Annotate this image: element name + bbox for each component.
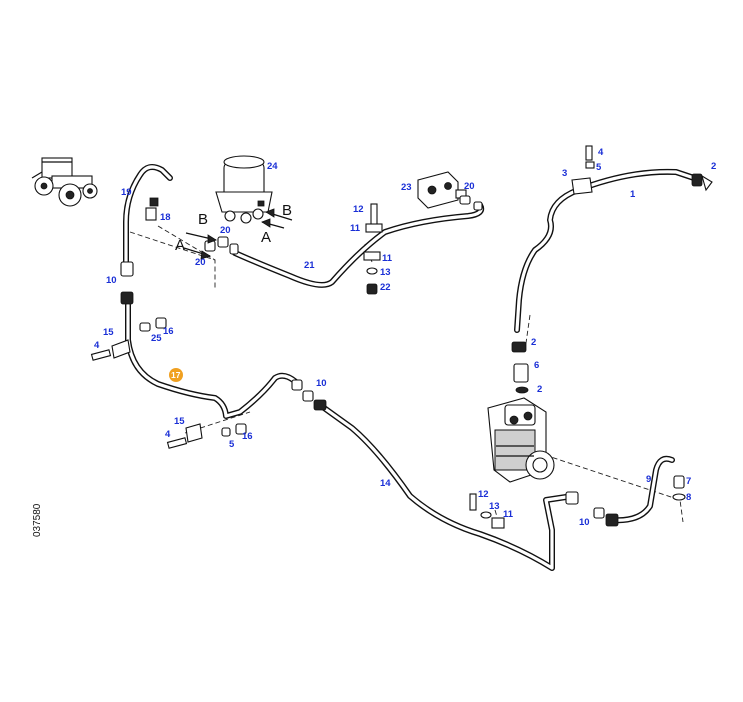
callout-17-highlight[interactable]: 17 xyxy=(169,368,183,382)
callout-17-label: 17 xyxy=(171,370,181,380)
callout-20[interactable]: 20 xyxy=(220,225,231,236)
tractor-thumbnail-icon xyxy=(31,157,98,207)
callout-6[interactable]: 6 xyxy=(534,360,539,371)
pipes xyxy=(123,163,697,571)
callout-21[interactable]: 21 xyxy=(304,260,315,271)
callout-16[interactable]: 16 xyxy=(163,326,174,337)
callout-12[interactable]: 12 xyxy=(353,204,364,215)
callout-1[interactable]: 1 xyxy=(630,189,636,200)
callout-19[interactable]: 19 xyxy=(121,187,132,198)
callout-18[interactable]: 18 xyxy=(160,212,171,223)
callout-10[interactable]: 10 xyxy=(316,378,327,389)
callout-10[interactable]: 10 xyxy=(579,517,590,528)
callout-14[interactable]: 14 xyxy=(380,478,391,489)
compressor xyxy=(487,397,555,483)
callouts: 1 2 3 4 5 24 19 18 23 20 12 11 20 20 21 … xyxy=(94,147,716,528)
callout-10[interactable]: 10 xyxy=(106,275,117,286)
callout-8[interactable]: 8 xyxy=(686,492,691,503)
callout-13[interactable]: 13 xyxy=(489,501,500,512)
callout-7[interactable]: 7 xyxy=(686,476,691,487)
callout-13[interactable]: 13 xyxy=(380,267,391,278)
callout-5[interactable]: 5 xyxy=(229,439,235,450)
valve-block-23 xyxy=(417,171,467,209)
fittings xyxy=(90,145,713,529)
air-dryer-valve-24 xyxy=(215,155,273,224)
callout-20[interactable]: 20 xyxy=(195,257,206,268)
view-marker-B-right: B xyxy=(282,202,292,219)
callout-5[interactable]: 5 xyxy=(596,162,602,173)
callout-11[interactable]: 11 xyxy=(503,509,514,520)
callout-4[interactable]: 4 xyxy=(598,147,604,158)
view-arrows xyxy=(183,208,293,260)
callout-4[interactable]: 4 xyxy=(94,340,100,351)
callout-3[interactable]: 3 xyxy=(562,168,567,179)
callout-12[interactable]: 12 xyxy=(478,489,489,500)
callout-4[interactable]: 4 xyxy=(165,429,171,440)
callout-23[interactable]: 23 xyxy=(401,182,412,193)
callout-24[interactable]: 24 xyxy=(267,161,278,172)
view-marker-A-right: A xyxy=(261,229,271,246)
callout-11[interactable]: 11 xyxy=(382,253,393,264)
reference-lines xyxy=(129,225,684,528)
callout-2[interactable]: 2 xyxy=(711,161,716,172)
callout-15[interactable]: 15 xyxy=(174,416,185,427)
fitting-18 xyxy=(145,207,157,221)
callout-16[interactable]: 16 xyxy=(242,431,253,442)
view-marker-A-left: A xyxy=(175,237,185,254)
callout-11[interactable]: 11 xyxy=(350,223,361,234)
callout-2[interactable]: 2 xyxy=(531,337,536,348)
drawing-code: 037580 xyxy=(32,503,43,537)
fitting-10-left xyxy=(120,261,134,277)
view-marker-B-left: B xyxy=(198,211,208,228)
callout-20[interactable]: 20 xyxy=(464,181,475,192)
callout-25[interactable]: 25 xyxy=(151,333,162,344)
callout-15[interactable]: 15 xyxy=(103,327,114,338)
callout-22[interactable]: 22 xyxy=(380,282,391,293)
callout-2[interactable]: 2 xyxy=(537,384,542,395)
callout-9[interactable]: 9 xyxy=(646,474,651,485)
